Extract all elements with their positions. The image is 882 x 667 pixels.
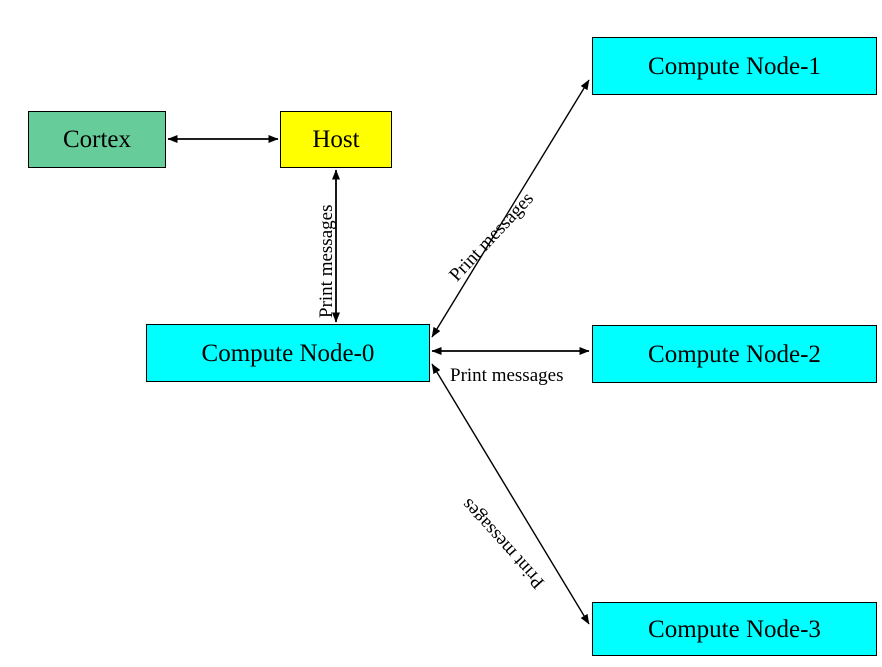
node-cortex-label: Cortex (62, 126, 132, 153)
node-compute-node-2-label: Compute Node-2 (648, 340, 821, 368)
edge-node0-node3 (431, 363, 590, 625)
node-compute-node-1[interactable]: Compute Node-1 (592, 37, 877, 95)
node-compute-node-3-label: Compute Node-3 (648, 615, 821, 643)
edge-label-node0-node2: Print messages (450, 365, 564, 386)
node-compute-node-0-label: Compute Node-0 (201, 339, 375, 367)
edge-label-host-node0: Print messages (316, 204, 337, 318)
node-compute-node-2[interactable]: Compute Node-2 (592, 325, 877, 383)
node-compute-node-0[interactable]: Compute Node-0 (146, 324, 430, 382)
node-host[interactable]: Host (280, 111, 392, 168)
edge-label-node0-node1: Print messages (445, 188, 539, 286)
edge-label-node0-node3: Print messages (457, 494, 549, 593)
node-compute-node-1-label: Compute Node-1 (648, 52, 821, 80)
node-cortex[interactable]: Cortex (28, 111, 166, 168)
node-compute-node-3[interactable]: Compute Node-3 (592, 602, 877, 656)
node-host-label: Host (312, 126, 360, 153)
